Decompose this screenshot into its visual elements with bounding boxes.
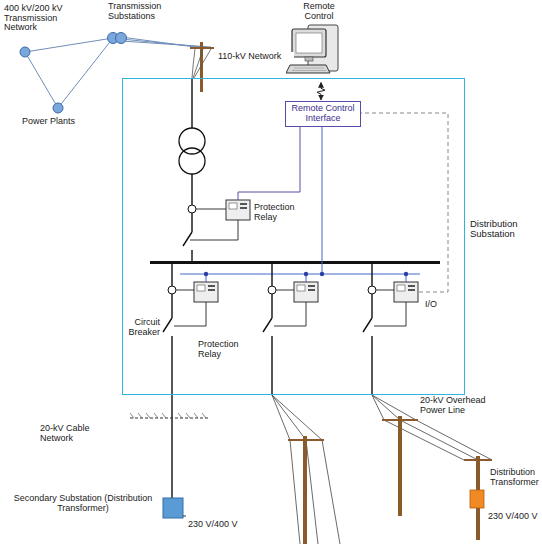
annotation-label: Power Plants	[22, 117, 92, 127]
annotation-label: 20-kV Overhead Power Line	[420, 396, 512, 415]
overhead-line-2	[272, 395, 340, 544]
annotation-label: Secondary Substation (Distribution Trans…	[8, 494, 158, 513]
annotation-label: 400 kV/200 kV Transmission Network	[4, 4, 88, 33]
computer-icon	[286, 21, 352, 81]
annotation-label: Distribution Transformer	[490, 468, 540, 487]
overhead-line-3	[372, 395, 492, 540]
annotation-label: Protection Relay	[254, 203, 306, 222]
computer-terminal: Remote Control	[286, 2, 352, 81]
annotation-label: I/O	[425, 300, 445, 310]
busbar-and-control-bus	[150, 113, 448, 292]
interface-box: Remote Control Interface	[285, 101, 361, 127]
substation-boundary: Distribution SubstationRemote Control In…	[122, 78, 465, 395]
node-text: Remote Control	[297, 2, 341, 21]
annotation-label: 20-kV Cable Network	[40, 424, 122, 443]
annotation-label: 230 V/400 V	[188, 520, 248, 530]
main-transformer	[179, 78, 205, 263]
feeders	[163, 263, 418, 395]
transmission-network	[20, 33, 211, 114]
incomer-relay	[190, 126, 300, 240]
annotation-label: Protection Relay	[198, 340, 248, 359]
pole-110kv	[190, 42, 214, 92]
node-text: Remote Control Interface	[290, 104, 356, 124]
annotation-label: 230 V/400 V	[488, 512, 540, 522]
annotation-label: Transmission Substations	[108, 2, 192, 21]
annotation-label: Circuit Breaker	[126, 318, 160, 337]
communication-link	[317, 82, 325, 100]
annotation-label: 110-kV Network	[218, 52, 294, 62]
node-text: Distribution Substation	[470, 219, 538, 240]
